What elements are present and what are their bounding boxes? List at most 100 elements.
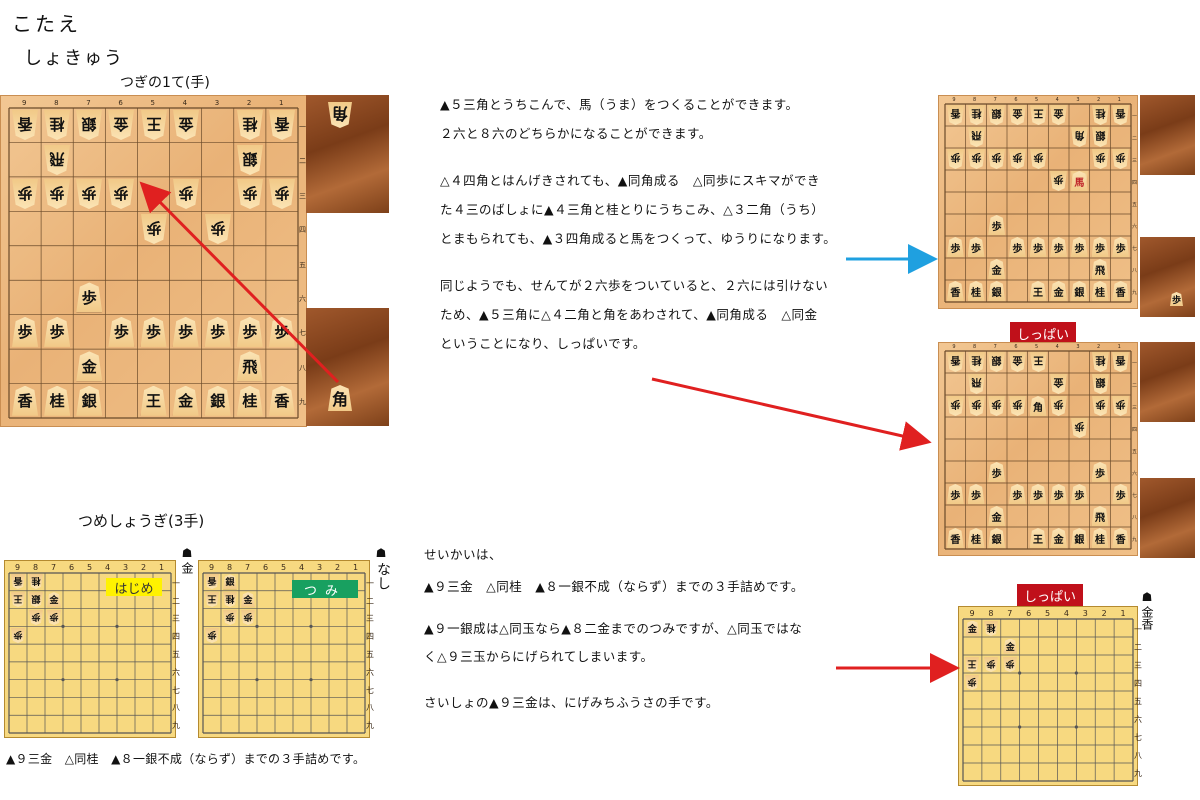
shogi-piece: 歩 xyxy=(988,149,1005,169)
rank-label: 五 xyxy=(1134,697,1142,706)
rank-label: 二 xyxy=(299,157,306,166)
file-label: 4 xyxy=(1055,97,1059,103)
tsume-text-3: ▲９一銀成は△同玉なら▲８二金までのつみですが、△同玉ではな xyxy=(424,621,803,636)
shogi-piece: 金 xyxy=(1050,281,1068,301)
shogi-piece: 香 xyxy=(12,110,38,140)
shogi-piece: 歩 xyxy=(76,179,102,209)
file-label: 1 xyxy=(353,563,359,572)
gote-hand-bishop: 角 xyxy=(328,102,352,128)
file-label: 8 xyxy=(227,563,233,572)
rank-label: 一 xyxy=(1134,625,1142,634)
rank-label: 二 xyxy=(366,596,374,606)
tsume1-hand-marker: ☗ xyxy=(181,546,193,560)
shogi-piece: 歩 xyxy=(172,316,199,347)
file-label: 8 xyxy=(54,99,59,107)
shogi-piece: 桂 xyxy=(44,110,70,140)
rank-label: 九 xyxy=(1132,536,1138,543)
shogi-piece: 金 xyxy=(47,592,61,608)
file-label: 7 xyxy=(86,99,91,107)
file-label: 7 xyxy=(993,97,997,103)
para-line-3: △４四角とはんげきされても、▲同角成る △同歩にスキマができ xyxy=(440,173,820,188)
shogi-piece: 歩 xyxy=(947,149,964,169)
shogi-piece: 歩 xyxy=(1070,237,1088,257)
file-label: 6 xyxy=(69,563,75,572)
rb1-sente-stand xyxy=(1140,237,1195,317)
file-label: 5 xyxy=(150,99,155,107)
rank-label: 四 xyxy=(299,226,306,235)
file-label: 5 xyxy=(87,563,93,572)
para-line-6: 同じようでも、せんてが２六歩をついていると、２六には引けない xyxy=(440,278,829,293)
shogi-piece: 歩 xyxy=(223,610,237,625)
shogi-piece: 歩 xyxy=(44,179,70,209)
shogi-piece: 香 xyxy=(947,105,964,125)
file-label: 1 xyxy=(1120,609,1126,618)
shogi-piece: 歩 xyxy=(44,316,71,347)
shogi-piece: 歩 xyxy=(204,316,231,347)
para-line-1: ▲５三角とうちこんで、馬（うま）をつくることができます。 xyxy=(440,97,799,112)
shogi-piece: 歩 xyxy=(946,484,964,504)
shogi-piece: 歩 xyxy=(241,610,255,625)
shogi-piece: 王 xyxy=(140,385,167,416)
shogi-piece: 歩 xyxy=(988,462,1006,482)
file-label: 6 xyxy=(1026,609,1032,618)
file-label: 4 xyxy=(1055,344,1059,350)
para-line-4: た４三のばしょに▲４三角と桂とりにうちこみ、△３二角（うち） xyxy=(440,202,825,217)
rb1-sente-hand-pawn: 歩 xyxy=(1170,292,1183,306)
rank-label: 五 xyxy=(299,260,306,269)
shogi-piece: 歩 xyxy=(1008,484,1026,504)
rank-label: 六 xyxy=(366,667,374,677)
shogi-piece: 香 xyxy=(1112,105,1129,125)
rank-label: 一 xyxy=(172,578,180,588)
shogi-piece: 飛 xyxy=(1091,506,1109,526)
rank-label: 一 xyxy=(1132,113,1138,120)
rank-label: 六 xyxy=(1132,470,1138,477)
shogi-piece: 歩 xyxy=(140,316,167,347)
rank-label: 四 xyxy=(366,632,374,642)
shogi-piece: 歩 xyxy=(1071,418,1088,438)
shogi-piece: 飛 xyxy=(44,145,70,175)
shogi-piece: 桂 xyxy=(223,592,237,607)
file-label: 8 xyxy=(33,563,39,572)
rank-label: 六 xyxy=(172,667,180,677)
shogi-piece: 桂 xyxy=(967,528,985,548)
shogi-piece: 歩 xyxy=(947,396,964,416)
shogi-piece: 桂 xyxy=(967,281,985,301)
shogi-piece: 歩 xyxy=(76,282,103,313)
tsume-title: つめしょうぎ(3手) xyxy=(78,512,205,530)
file-label: 7 xyxy=(245,563,251,572)
file-label: 3 xyxy=(123,563,129,572)
sente-hand-bishop: 角 xyxy=(328,385,352,411)
file-label: 6 xyxy=(1014,97,1018,103)
rank-label: 八 xyxy=(1134,751,1142,760)
shogi-piece: 歩 xyxy=(988,215,1006,235)
shogi-piece: 香 xyxy=(946,281,964,301)
failure-arrow-1 xyxy=(651,377,932,451)
tsume3-hand-marker: ☗ xyxy=(1141,590,1153,604)
file-label: 6 xyxy=(263,563,269,572)
tsume-text-2: ▲９三金 △同桂 ▲８一銀不成（ならず）までの３手詰めです。 xyxy=(424,579,804,594)
shogi-piece: 歩 xyxy=(1050,396,1067,416)
rank-label: 一 xyxy=(299,122,306,131)
file-label: 1 xyxy=(159,563,165,572)
shogi-piece: 金 xyxy=(241,592,255,608)
file-label: 2 xyxy=(141,563,147,572)
rank-label: 八 xyxy=(299,363,306,372)
shogi-piece: 金 xyxy=(1009,352,1026,372)
rank-label: 一 xyxy=(366,578,374,588)
shogi-piece: 歩 xyxy=(1029,237,1047,257)
file-label: 8 xyxy=(988,609,994,618)
shogi-piece: 金 xyxy=(76,351,103,382)
rank-label: 四 xyxy=(172,632,180,642)
footer-answer: ▲９三金 △同桂 ▲８一銀不成（ならず）までの３手詰めです。 xyxy=(6,752,366,766)
shogi-piece: 馬 xyxy=(1070,171,1088,191)
shogi-piece: 歩 xyxy=(967,237,985,257)
shogi-piece: 金 xyxy=(1050,528,1068,548)
shogi-piece: 歩 xyxy=(11,628,25,643)
shogi-piece: 歩 xyxy=(1003,657,1017,672)
tsume2-hand-marker: ☗ xyxy=(375,546,387,560)
shogi-piece: 銀 xyxy=(988,352,1005,372)
tsume-text-1: せいかいは、 xyxy=(424,547,503,562)
tsume1-hand-gold: 金 xyxy=(180,562,194,574)
